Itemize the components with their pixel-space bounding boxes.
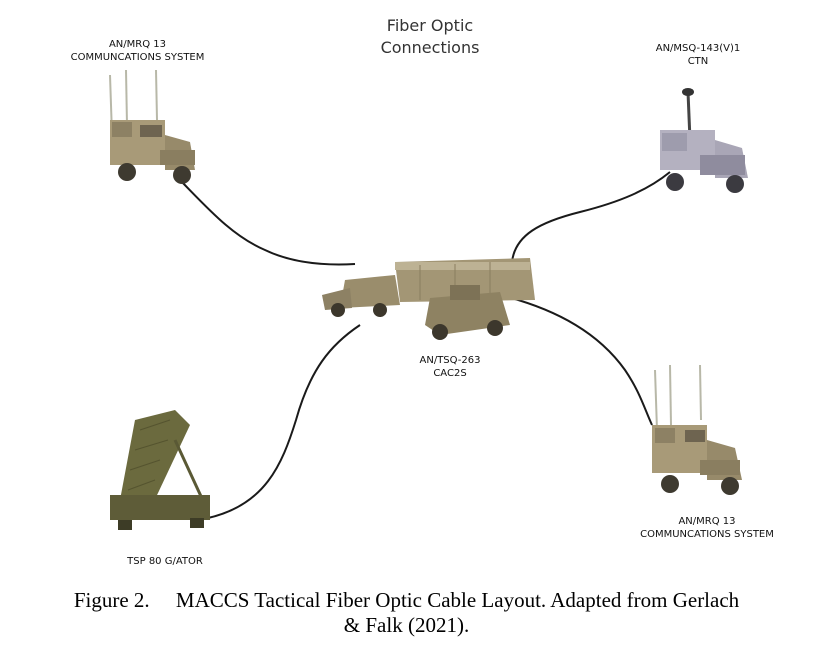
node-label-line1: AN/MRQ 13	[678, 516, 736, 527]
cable-bottom-left	[207, 324, 361, 519]
fiber-optic-diagram	[109, 69, 748, 530]
cable-bottom-right	[499, 294, 653, 426]
node-label-line2: COMMUNCATIONS SYSTEM	[70, 52, 205, 63]
figure-caption-line1: Figure 2. MACCS Tactical Fiber Optic Cab…	[73, 588, 740, 612]
node-label-line1: TSP 80 G/ATOR	[127, 556, 203, 567]
node-label-bottom-right: AN/MRQ 13 COMMUNCATIONS SYSTEM	[622, 515, 792, 541]
diagram-title: Fiber Optic Connections	[350, 15, 510, 59]
radar-gator-icon	[110, 410, 210, 530]
vehicle-anmsq143-ctn-icon	[660, 88, 748, 193]
node-label-bottom-left: TSP 80 G/ATOR	[110, 555, 220, 568]
vehicle-anmrq13-top-left-icon	[109, 69, 195, 184]
node-label-line1: AN/TSQ-263	[419, 355, 481, 366]
vehicle-antsq263-cac2s-icon	[322, 258, 535, 340]
figure-caption: Figure 2. MACCS Tactical Fiber Optic Cab…	[0, 588, 813, 638]
node-label-top-right: AN/MSQ-143(V)1 CTN	[638, 42, 758, 68]
node-label-line1: AN/MSQ-143(V)1	[655, 43, 741, 54]
node-label-line2: CAC2S	[433, 368, 467, 379]
cable-top-right	[511, 171, 671, 263]
node-label-line2: COMMUNCATIONS SYSTEM	[640, 529, 774, 540]
node-label-line2: CTN	[687, 56, 709, 67]
cable-top-left	[174, 174, 356, 266]
diagram-title-line1: Fiber Optic	[386, 16, 474, 35]
node-label-top-left: AN/MRQ 13 COMMUNCATIONS SYSTEM	[55, 38, 220, 64]
diagram-title-line2: Connections	[380, 38, 480, 57]
node-label-line1: AN/MRQ 13	[108, 39, 167, 50]
node-label-center: AN/TSQ-263 CAC2S	[400, 354, 500, 380]
vehicle-anmrq13-bottom-right-icon	[652, 364, 742, 495]
figure-caption-line2: & Falk (2021).	[343, 613, 470, 637]
